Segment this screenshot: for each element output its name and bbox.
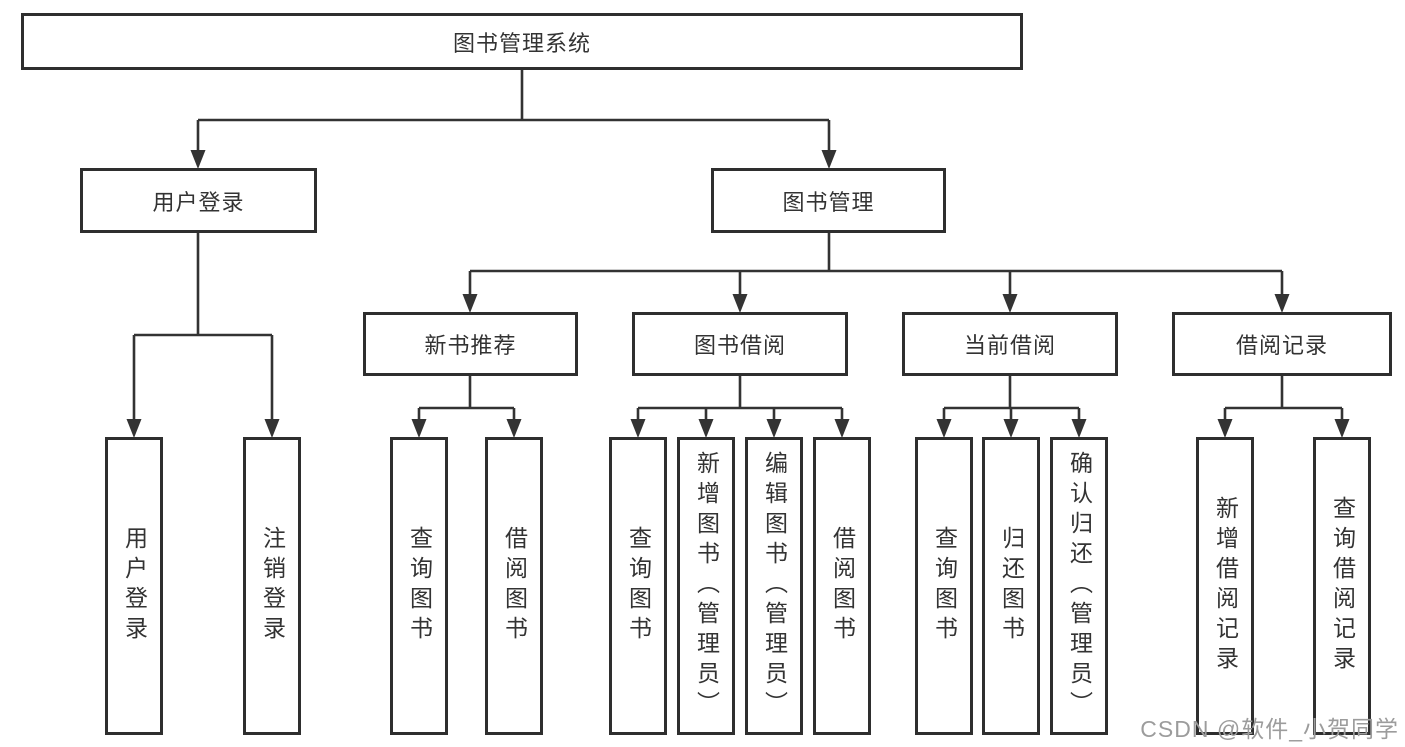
leaf-query-borrow-record: 查询借阅记录 (1313, 437, 1371, 735)
node-book-management: 图书管理 (711, 168, 946, 233)
node-current-borrowing-label: 当前借阅 (963, 333, 1056, 358)
leaf-query-books-borrowing: 查询图书 (609, 437, 667, 735)
node-borrowing-records: 借阅记录 (1172, 312, 1392, 376)
node-new-book-recommend-label: 新书推荐 (424, 333, 517, 358)
leaf-return-books: 归还图书 (982, 437, 1040, 735)
leaf-borrow-books: 借阅图书 (813, 437, 871, 735)
leaf-add-borrow-record: 新增借阅记录 (1196, 437, 1254, 735)
csdn-watermark: CSDN @软件_小贺同学 (1140, 716, 1399, 742)
node-borrowing-records-label: 借阅记录 (1235, 333, 1328, 358)
node-new-book-recommend: 新书推荐 (363, 312, 578, 376)
node-root-label: 图书管理系统 (452, 30, 591, 56)
leaf-user-login: 用户登录 (105, 437, 163, 735)
leaf-confirm-return-admin: 确认归还（管理员） (1050, 437, 1108, 735)
leaf-query-books-recommend: 查询图书 (390, 437, 448, 735)
node-book-borrowing: 图书借阅 (632, 312, 848, 376)
leaf-edit-books-admin: 编辑图书（管理员） (745, 437, 803, 735)
leaf-logout: 注销登录 (243, 437, 301, 735)
node-user-login: 用户登录 (80, 168, 317, 233)
leaf-borrow-books-recommend: 借阅图书 (485, 437, 543, 735)
node-current-borrowing: 当前借阅 (902, 312, 1118, 376)
node-book-borrowing-label: 图书借阅 (693, 333, 786, 358)
leaf-query-books-current: 查询图书 (915, 437, 973, 735)
leaf-add-books-admin: 新增图书（管理员） (677, 437, 735, 735)
node-book-management-label: 图书管理 (782, 189, 875, 215)
node-root-library-management-system: 图书管理系统 (21, 13, 1023, 70)
node-user-login-label: 用户登录 (152, 189, 245, 215)
